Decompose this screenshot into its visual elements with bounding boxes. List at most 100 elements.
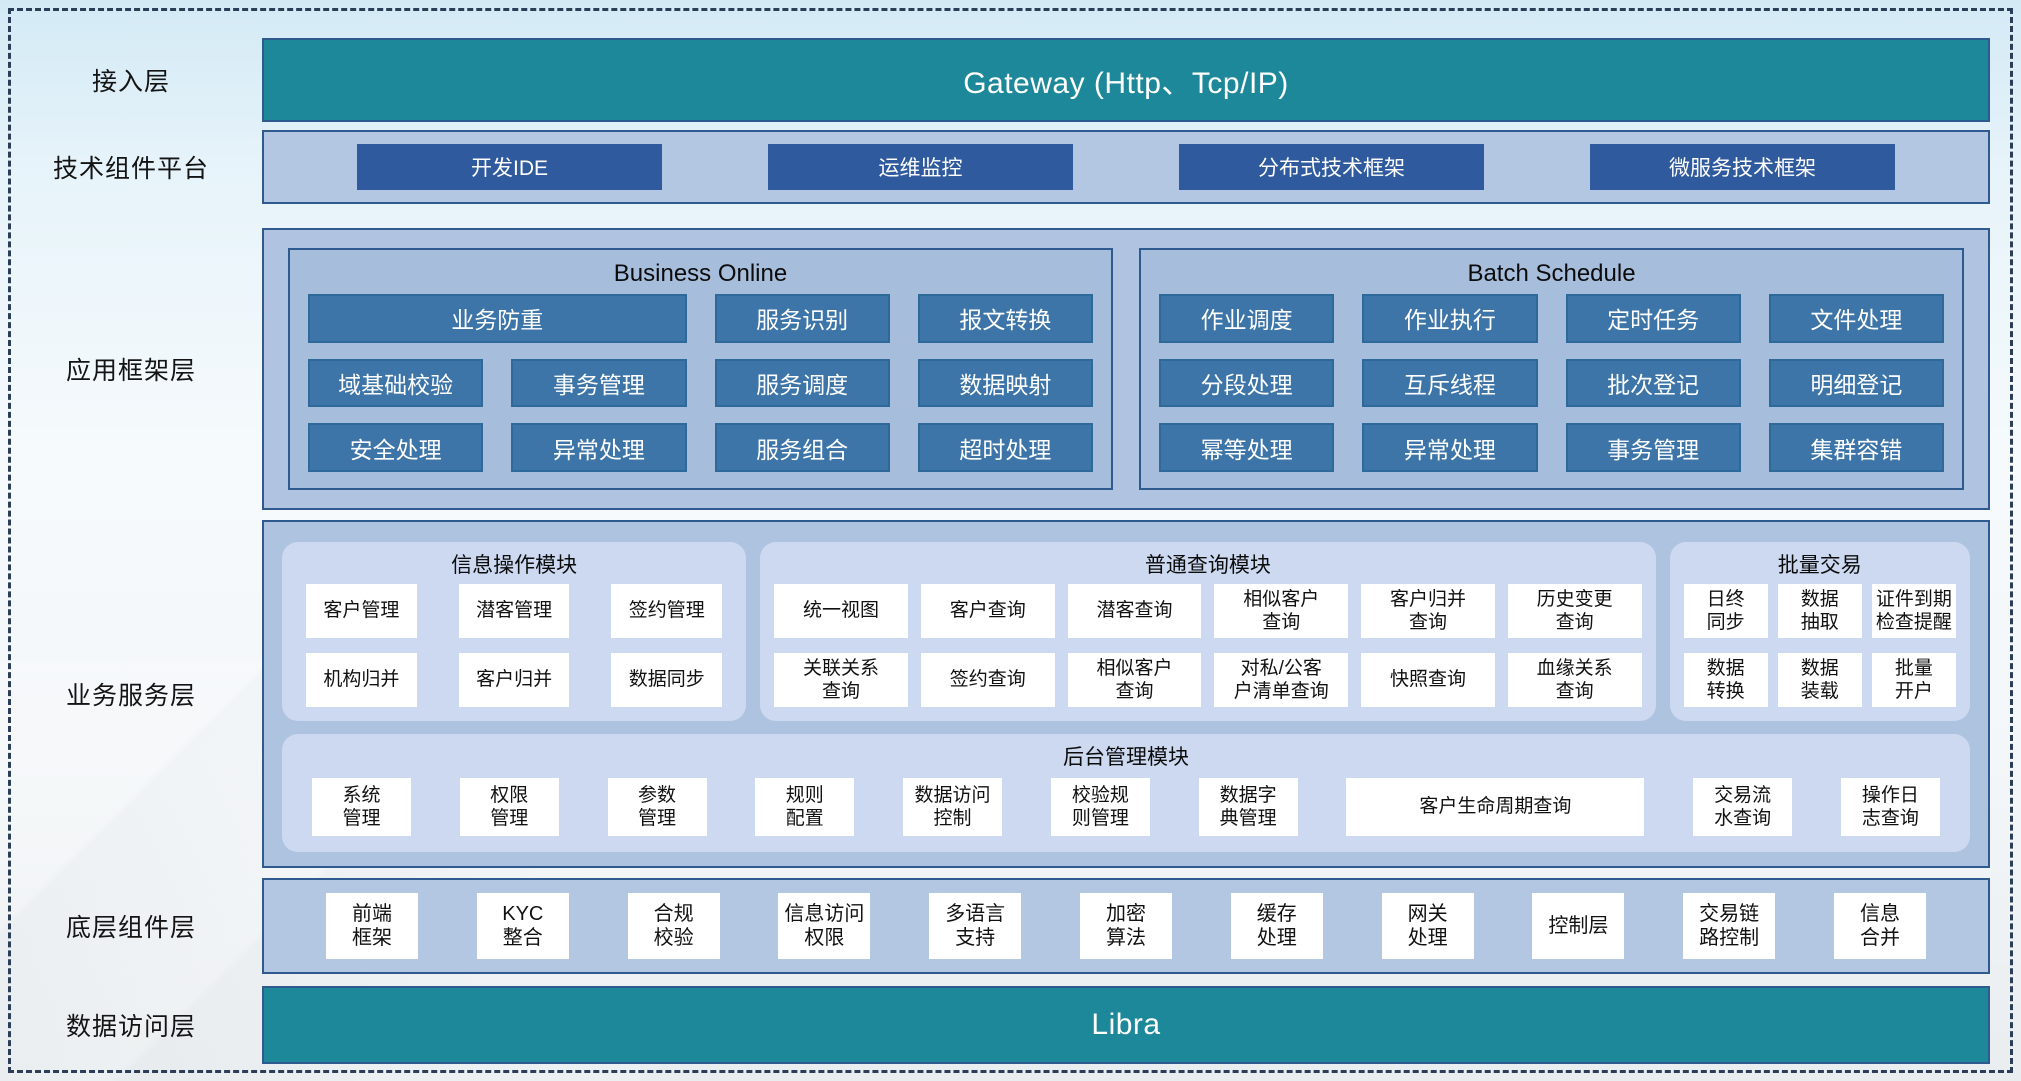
service-box: 潜客查询 — [1067, 584, 1202, 638]
batch-trade-title: 批量交易 — [1777, 554, 1862, 577]
service-box: 客户归并 — [458, 653, 570, 707]
framework-capability-box: 互斥线程 — [1362, 358, 1538, 408]
business-online-panel: Business Online 业务防重服务识别报文转换域基础校验事务管理服务调… — [288, 248, 1113, 490]
framework-capability-box: 服务调度 — [714, 358, 890, 408]
service-box: 快照查询 — [1361, 653, 1495, 707]
base-component-box: 网关 处理 — [1381, 893, 1474, 959]
admin-box: 数据字 典管理 — [1198, 778, 1298, 836]
framework-capability-box: 数据映射 — [917, 358, 1093, 408]
service-box: 数据同步 — [611, 653, 723, 707]
admin-box: 参数 管理 — [607, 778, 707, 836]
service-box: 相似客户 查询 — [1214, 584, 1349, 638]
batch-trade-grid: 日终 同步数据 抽取证件到期 检查提醒数据 转换数据 装载批量 开户 — [1683, 584, 1956, 707]
framework-capability-box: 作业执行 — [1362, 294, 1538, 343]
libra-title: Libra — [1091, 1008, 1161, 1041]
admin-box: 操作日 志查询 — [1840, 778, 1940, 836]
base-component-box: 合规 校验 — [627, 893, 720, 959]
tech-platform-panel: 开发IDE 运维监控 分布式技术框架 微服务技术框架 — [262, 130, 1990, 204]
layer-label-business-service: 业务服务层 — [65, 682, 196, 710]
base-component-box: KYC 整合 — [476, 893, 569, 959]
info-operation-title: 信息操作模块 — [451, 554, 578, 577]
framework-capability-box: 作业调度 — [1159, 294, 1335, 343]
service-box: 关联关系 查询 — [774, 653, 908, 707]
admin-box: 校验规 则管理 — [1050, 778, 1150, 836]
base-component-box: 加密 算法 — [1079, 893, 1172, 959]
base-component-box: 交易链 路控制 — [1683, 893, 1776, 959]
layer-label-data-access: 数据访问层 — [65, 1013, 196, 1041]
service-box: 机构归并 — [306, 653, 417, 707]
admin-box: 规则 配置 — [755, 778, 855, 836]
gateway-bar: Gateway (Http、Tcp/IP) — [262, 38, 1990, 122]
batch-schedule-title: Batch Schedule — [1467, 260, 1636, 287]
business-online-title: Business Online — [613, 260, 788, 287]
info-operation-module: 信息操作模块 客户管理潜客管理签约管理机构归并客户归并数据同步 — [282, 542, 747, 721]
base-component-box: 多语言 支持 — [929, 893, 1022, 959]
batch-schedule-panel: Batch Schedule 作业调度作业执行定时任务文件处理分段处理互斥线程批… — [1139, 248, 1964, 490]
info-operation-grid: 客户管理潜客管理签约管理机构归并客户归并数据同步 — [296, 584, 732, 707]
base-components-panel: 前端 框架 KYC 整合合规 校验信息访问 权限多语言 支持加密 算法缓存 处理网… — [262, 878, 1990, 974]
app-framework-panel: Business Online 业务防重服务识别报文转换域基础校验事务管理服务调… — [262, 228, 1990, 510]
framework-capability-box: 批次登记 — [1565, 358, 1741, 408]
admin-box: 数据访问 控制 — [903, 778, 1003, 836]
service-box: 签约查询 — [920, 653, 1055, 707]
service-box: 客户归并 查询 — [1361, 584, 1495, 638]
framework-capability-box: 服务识别 — [714, 294, 890, 343]
framework-capability-box: 异常处理 — [511, 423, 687, 472]
framework-capability-box: 域基础校验 — [308, 358, 484, 408]
service-box: 签约管理 — [611, 584, 723, 638]
framework-capability-box: 幂等处理 — [1159, 423, 1335, 472]
batch-schedule-grid: 作业调度作业执行定时任务文件处理分段处理互斥线程批次登记明细登记幂等处理异常处理… — [1159, 294, 1944, 472]
service-box: 批量 开户 — [1871, 653, 1956, 707]
business-online-grid: 业务防重服务识别报文转换域基础校验事务管理服务调度数据映射安全处理异常处理服务组… — [308, 294, 1093, 472]
admin-box: 系统 管理 — [312, 778, 411, 836]
tech-component-box: 开发IDE — [357, 144, 662, 190]
tech-component-box: 微服务技术框架 — [1590, 144, 1895, 190]
common-query-module: 普通查询模块 统一视图客户查询潜客查询相似客户 查询客户归并 查询历史变更 查询… — [760, 542, 1656, 721]
admin-box: 权限 管理 — [459, 778, 559, 836]
service-box: 日终 同步 — [1683, 584, 1768, 638]
framework-capability-box: 事务管理 — [1565, 423, 1741, 472]
common-query-title: 普通查询模块 — [1144, 554, 1271, 577]
business-service-panel: 信息操作模块 客户管理潜客管理签约管理机构归并客户归并数据同步 普通查询模块 统… — [262, 520, 1990, 868]
framework-capability-box: 业务防重 — [308, 294, 687, 343]
gateway-title: Gateway (Http、Tcp/IP) — [963, 67, 1289, 100]
admin-box: 客户生命周期查询 — [1346, 778, 1645, 836]
tech-component-box: 运维监控 — [768, 144, 1073, 190]
base-component-box: 缓存 处理 — [1230, 893, 1323, 959]
framework-capability-box: 事务管理 — [511, 358, 687, 408]
batch-trade-module: 批量交易 日终 同步数据 抽取证件到期 检查提醒数据 转换数据 装载批量 开户 — [1669, 542, 1970, 721]
service-box: 对私/公客 户清单查询 — [1214, 653, 1349, 707]
base-component-box: 控制层 — [1532, 893, 1625, 959]
admin-module-row: 系统 管理权限 管理参数 管理规则 配置数据访问 控制校验规 则管理数据字 典管… — [296, 776, 1956, 838]
framework-capability-box: 异常处理 — [1362, 423, 1538, 472]
admin-module: 后台管理模块 系统 管理权限 管理参数 管理规则 配置数据访问 控制校验规 则管… — [282, 734, 1970, 852]
framework-capability-box: 定时任务 — [1565, 294, 1741, 343]
base-component-box: 前端 框架 — [326, 893, 418, 959]
base-component-box: 信息 合并 — [1833, 893, 1926, 959]
data-access-bar: Libra — [262, 986, 1990, 1064]
framework-capability-box: 服务组合 — [714, 423, 890, 472]
service-box: 血缘关系 查询 — [1507, 653, 1642, 707]
service-box: 潜客管理 — [458, 584, 570, 638]
tech-component-box: 分布式技术框架 — [1179, 144, 1484, 190]
layer-label-tech-platform: 技术组件平台 — [52, 155, 209, 183]
service-box: 客户管理 — [306, 584, 417, 638]
service-box: 历史变更 查询 — [1507, 584, 1642, 638]
framework-capability-box: 明细登记 — [1768, 358, 1944, 408]
service-box: 数据 装载 — [1777, 653, 1862, 707]
common-query-grid: 统一视图客户查询潜客查询相似客户 查询客户归并 查询历史变更 查询关联关系 查询… — [774, 584, 1642, 707]
service-modules-row: 信息操作模块 客户管理潜客管理签约管理机构归并客户归并数据同步 普通查询模块 统… — [282, 542, 1970, 721]
service-box: 证件到期 检查提醒 — [1871, 584, 1956, 638]
service-box: 客户查询 — [920, 584, 1055, 638]
layer-label-app-framework: 应用框架层 — [65, 357, 196, 385]
framework-capability-box: 文件处理 — [1768, 294, 1944, 343]
service-box: 相似客户 查询 — [1067, 653, 1202, 707]
base-component-box: 信息访问 权限 — [778, 893, 871, 959]
framework-capability-box: 超时处理 — [917, 423, 1093, 472]
framework-capability-box: 集群容错 — [1768, 423, 1944, 472]
layer-label-base-components: 底层组件层 — [65, 914, 196, 942]
framework-capability-box: 报文转换 — [917, 294, 1093, 343]
admin-box: 交易流 水查询 — [1693, 778, 1793, 836]
framework-capability-box: 分段处理 — [1159, 358, 1335, 408]
